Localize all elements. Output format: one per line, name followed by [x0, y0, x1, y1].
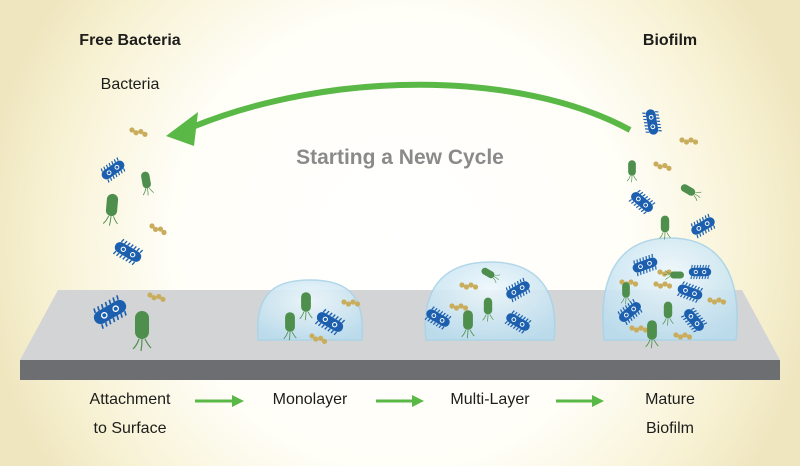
surface-front [20, 360, 780, 380]
blue-bacterium [617, 298, 643, 326]
yellow-bacterium [679, 137, 699, 145]
stage-monolayer: Monolayer [272, 391, 348, 408]
green-bacterium [481, 267, 501, 283]
yellow-bacterium [653, 161, 672, 171]
yellow-bacterium [341, 299, 361, 307]
blue-bacterium [504, 310, 532, 334]
green-bacterium [141, 171, 154, 196]
green-bacterium [663, 270, 684, 280]
green-bacterium [299, 292, 313, 321]
blue-bacterium [314, 308, 346, 336]
biofilm-label: Biofilm [642, 32, 698, 49]
yellow-bacterium [309, 333, 328, 345]
yellow-bacterium [653, 281, 673, 289]
yellow-bacterium [629, 325, 649, 333]
cycle-arrow [188, 81, 632, 133]
yellow-bacterium [129, 127, 148, 137]
cycle-title: Starting a New Cycle [296, 146, 504, 169]
green-bacterium [626, 160, 638, 183]
bacteria-label: Bacteria [100, 76, 160, 93]
cycle-arrow-head [166, 112, 198, 146]
stage-attachment-line1: Attachment [89, 391, 171, 408]
green-bacterium [680, 184, 702, 201]
blue-bacterium [424, 306, 452, 330]
free-bacteria-label: Free Bacteria [79, 32, 181, 49]
blue-bacterium [505, 277, 531, 303]
blue-bacterium [93, 295, 127, 329]
yellow-bacterium [707, 297, 727, 305]
green-bacterium [645, 320, 659, 349]
surface-top [20, 290, 780, 360]
yellow-bacterium [459, 282, 479, 290]
yellow-bacterium [673, 332, 693, 340]
blue-bacterium [100, 157, 126, 183]
blue-bacterium [632, 253, 658, 277]
blue-bacterium [642, 109, 662, 135]
green-bacterium [132, 311, 152, 352]
bacteria-layer [93, 109, 727, 352]
stage-multilayer: Multi-Layer [450, 391, 530, 408]
monolayer-dome [256, 279, 364, 341]
yellow-bacterium [147, 292, 166, 302]
stage-arrows [195, 395, 604, 407]
yellow-bacterium [449, 303, 469, 311]
yellow-bacterium [149, 223, 167, 236]
green-bacterium [620, 282, 632, 305]
stage-mature-line1: Mature [645, 391, 695, 408]
stage-attachment-line2: to Surface [93, 420, 167, 437]
blue-bacterium [112, 238, 144, 266]
blue-bacterium [628, 189, 656, 215]
stage-mature-line2: Biofilm [645, 420, 694, 437]
green-bacterium [482, 297, 494, 322]
blue-bacterium [690, 213, 716, 239]
green-bacterium [461, 310, 475, 339]
green-bacterium [283, 312, 297, 341]
blue-bacterium [680, 307, 708, 333]
blue-bacterium [688, 264, 712, 280]
green-bacterium [659, 215, 671, 240]
green-bacterium [102, 193, 119, 226]
blue-bacterium [676, 281, 704, 303]
green-bacterium [662, 301, 674, 326]
